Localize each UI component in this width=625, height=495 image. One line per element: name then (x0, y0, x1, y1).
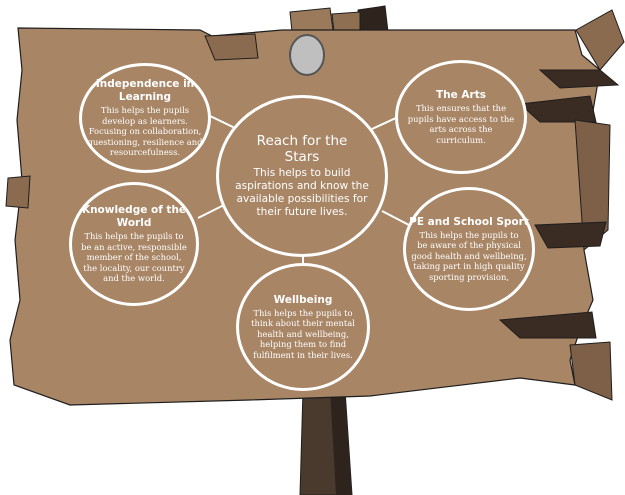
node-title: Independence in Learning (95, 78, 195, 103)
board-top-plank-2 (331, 11, 361, 33)
node-reach-for-the-stars: Reach for the Stars This helps to build … (216, 95, 388, 257)
board-plank-end-3 (518, 95, 597, 123)
node-description: This helps the pupils develop as learner… (87, 105, 203, 158)
connector-line (207, 114, 236, 129)
connector-line (381, 210, 410, 226)
signpost-post-shadow (330, 390, 352, 495)
node-description: This helps the pupils to be an active, r… (81, 231, 187, 284)
board-plank-end-4 (574, 119, 611, 252)
node-description: This ensures that the pupils have access… (407, 103, 515, 145)
node-independence-in-learning: Independence in Learning This helps the … (79, 63, 211, 173)
board-plank-end-5 (534, 221, 607, 249)
center-description: This helps to build aspirations and know… (235, 167, 369, 219)
node-pe-and-school-sport: PE and School Sport This helps the pupil… (403, 187, 535, 311)
board-top-post-stub (357, 5, 389, 33)
board-plank-end-1 (575, 9, 625, 71)
board-plank-end-6 (498, 311, 597, 339)
board-left-plank-top (204, 33, 259, 61)
board-plank-end-7 (569, 341, 613, 401)
node-title: Knowledge of the World (81, 204, 187, 229)
center-title: Reach for the Stars (256, 132, 348, 166)
node-description: This helps the pupils to think about the… (251, 307, 355, 360)
nail-icon (289, 34, 325, 76)
node-description: This helps the pupils to be aware of the… (411, 229, 527, 282)
connector-line (371, 116, 399, 130)
node-title: Wellbeing (273, 293, 333, 306)
node-knowledge-of-the-world: Knowledge of the World This helps the pu… (69, 182, 199, 306)
node-wellbeing: Wellbeing This helps the pupils to think… (236, 263, 370, 391)
board-left-plank-mid (5, 175, 31, 209)
board-top-plank (289, 7, 334, 33)
node-title: PE and School Sport (409, 215, 529, 228)
node-title: The Arts (436, 88, 486, 101)
board-plank-end-2 (538, 69, 620, 89)
node-the-arts: The Arts This ensures that the pupils ha… (395, 60, 527, 174)
